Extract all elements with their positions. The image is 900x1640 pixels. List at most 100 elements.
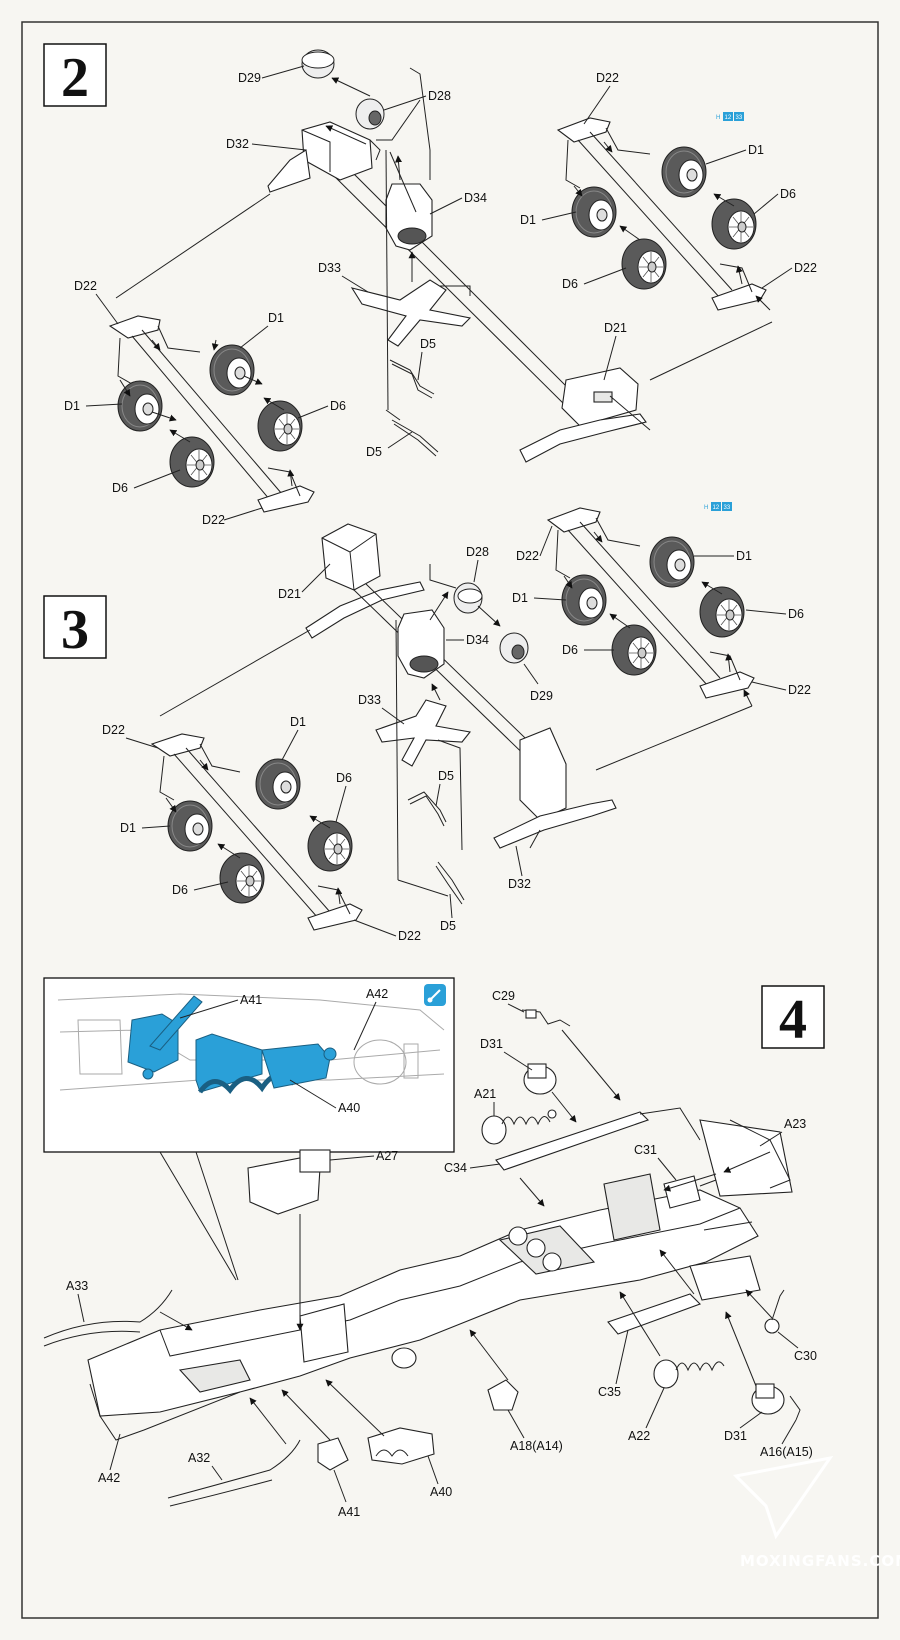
- step-2-badge-n1: 12: [725, 115, 732, 121]
- step-2-right-wheel-d1-mid: [571, 186, 617, 238]
- step-4-label-c31: C31: [634, 1143, 657, 1157]
- step-3-label-d33: D33: [358, 693, 381, 707]
- step-3-left-label-d22-top: D22: [102, 723, 125, 737]
- step-2-left-wheel-d1-mid: [117, 380, 163, 432]
- step-2-center-assembly: [115, 49, 773, 463]
- step-4-label-a16: A16(A15): [760, 1445, 813, 1459]
- step-3-right-label-d1-mid: D1: [512, 591, 528, 605]
- step-2-color-badge: H 12 33: [716, 112, 744, 121]
- step-2-label-d33: D33: [318, 261, 341, 275]
- watermark: MOXINGFANS.COM: [732, 1455, 900, 1570]
- step-2-right-label-d1-mid: D1: [520, 213, 536, 227]
- step-2-badge-n2: 33: [736, 115, 743, 121]
- step-3-right-bogie: [546, 507, 755, 707]
- step-3-number: 3: [61, 599, 89, 661]
- step-2-right-wheel-d6-low: [621, 238, 667, 290]
- step-2-left-wheel-d6-right: [257, 400, 303, 452]
- step-2-label-d32: D32: [226, 137, 249, 151]
- step-4-label-c30: C30: [794, 1349, 817, 1363]
- step-2-badge-h: H: [716, 115, 720, 121]
- step-2-left-label-d6-low: D6: [112, 481, 128, 495]
- step-4: 4 A41 A42 A40: [43, 977, 825, 1519]
- step-3-left-wheel-d6-right: [307, 820, 353, 872]
- step-2-left-label-d22-top: D22: [74, 279, 97, 293]
- step-3-left-wheel-d1-mid: [167, 800, 213, 852]
- step-3-right-wheel-d6-right: [699, 586, 745, 638]
- step-2-left-label-d22-bot: D22: [202, 513, 225, 527]
- step-4-label-c29: C29: [492, 989, 515, 1003]
- step-4-label-a22: A22: [628, 1429, 650, 1443]
- step-2-left-label-d1-top: D1: [268, 311, 284, 325]
- step-3-left-wheel-d1-top: [255, 758, 301, 810]
- step-4-label-d31-top: D31: [480, 1037, 503, 1051]
- step-4-number: 4: [779, 989, 807, 1051]
- step-3-badge-h: H: [704, 505, 708, 511]
- step-2-label-d5-upper: D5: [420, 337, 436, 351]
- step-2-label-d5-lower: D5: [366, 445, 382, 459]
- step-2-right-wheel-d6-right: [711, 198, 757, 250]
- step-3-right-wheel-d1-top: [649, 536, 695, 588]
- step-2-box: [43, 43, 107, 107]
- step-4-box: [761, 985, 825, 1049]
- step-3-left-wheel-d6-low: [219, 852, 265, 904]
- page-frame: [21, 21, 879, 1619]
- step-3-badge-n1: 12: [713, 505, 720, 511]
- step-3: 3: [43, 502, 811, 943]
- step-4-chassis-frame: [87, 1119, 793, 1441]
- step-2-left-wheel-d1-top: [209, 344, 255, 396]
- step-2-number: 2: [61, 47, 89, 109]
- step-4-label-a21: A21: [474, 1087, 496, 1101]
- step-2-right-bogie: [556, 117, 771, 311]
- step-3-label-d21: D21: [278, 587, 301, 601]
- step-2-label-d34: D34: [464, 191, 487, 205]
- step-2-left-label-d1-mid: D1: [64, 399, 80, 413]
- step-4-label-a18: A18(A14): [510, 1439, 563, 1453]
- step-4-parts: [43, 1009, 801, 1507]
- step-3-left-label-d1-top: D1: [290, 715, 306, 729]
- step-3-color-badge: H 12 33: [704, 502, 732, 511]
- step-3-right-wheel-d6-low: [611, 624, 657, 676]
- step-4-label-a33: A33: [66, 1279, 88, 1293]
- step-4-label-d31-bottom: D31: [724, 1429, 747, 1443]
- step-2-label-d29: D29: [238, 71, 261, 85]
- step-3-label-d5-upper: D5: [438, 769, 454, 783]
- step-3-label-d29: D29: [530, 689, 553, 703]
- watermark-text: MOXINGFANS.COM: [740, 1552, 900, 1570]
- step-4-label-a41: A41: [338, 1505, 360, 1519]
- step-2-right-label-d6-right: D6: [780, 187, 796, 201]
- step-3-left-label-d6-low: D6: [172, 883, 188, 897]
- step-3-left-label-d1-mid: D1: [120, 821, 136, 835]
- step-2: 2: [43, 43, 817, 527]
- step-2-right-label-d6-low: D6: [562, 277, 578, 291]
- step-4-label-a23: A23: [784, 1117, 806, 1131]
- step-4-inset-label-a40: A40: [338, 1101, 360, 1115]
- step-3-label-d32: D32: [508, 877, 531, 891]
- step-2-label-d28: D28: [428, 89, 451, 103]
- step-3-right-label-d22-bot: D22: [788, 683, 811, 697]
- step-2-right-label-d22-bot: D22: [794, 261, 817, 275]
- step-3-label-d5-lower: D5: [440, 919, 456, 933]
- step-2-right-label-d22-top: D22: [596, 71, 619, 85]
- step-4-label-a32: A32: [188, 1451, 210, 1465]
- step-4-inset-label-a41: A41: [240, 993, 262, 1007]
- step-3-box: [43, 595, 107, 659]
- step-3-right-label-d6-low: D6: [562, 643, 578, 657]
- step-3-right-label-d22-top: D22: [516, 549, 539, 563]
- step-4-label-c34: C34: [444, 1161, 467, 1175]
- step-3-left-bogie: [150, 733, 363, 931]
- step-3-left-label-d22-bot: D22: [398, 929, 421, 943]
- step-3-right-label-d1-top: D1: [736, 549, 752, 563]
- step-2-right-label-d1-top: D1: [748, 143, 764, 157]
- step-4-inset-label-a42: A42: [366, 987, 388, 1001]
- step-3-badge-n2: 33: [724, 505, 731, 511]
- step-4-label-c35: C35: [598, 1385, 621, 1399]
- step-3-right-label-d6-right: D6: [788, 607, 804, 621]
- step-3-left-label-d6-right: D6: [336, 771, 352, 785]
- step-3-center-assembly: [159, 523, 753, 905]
- step-4-detail-inset: A41 A42 A40: [43, 977, 455, 1281]
- step-4-label-a40: A40: [430, 1485, 452, 1499]
- step-2-left-label-d6-right: D6: [330, 399, 346, 413]
- step-2-left-wheel-d6-low: [169, 436, 215, 488]
- step-4-label-a27: A27: [376, 1149, 398, 1163]
- step-3-label-d28: D28: [466, 545, 489, 559]
